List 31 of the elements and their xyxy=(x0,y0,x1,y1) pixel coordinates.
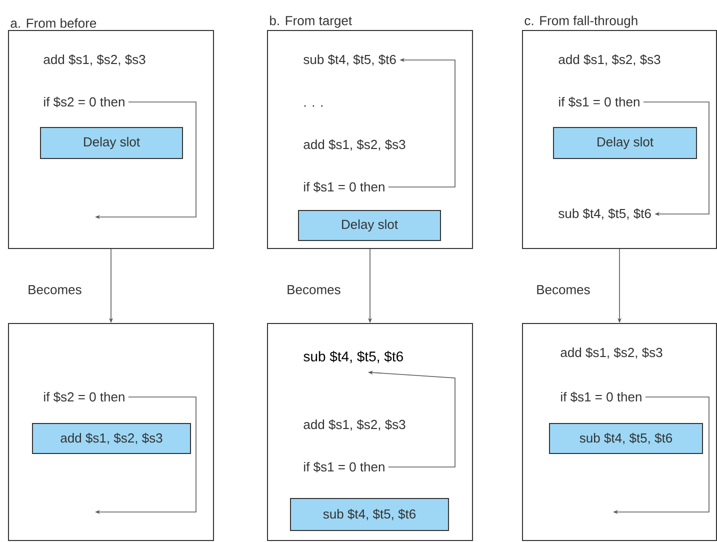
instruction-text: if $s2 = 0 then xyxy=(44,392,124,402)
instruction-text: . . . xyxy=(304,105,322,107)
instruction-text: add $s1, $s2, $s3 xyxy=(558,54,660,66)
instruction-text: add $s1, $s2, $s3 xyxy=(44,54,146,66)
edge-label: Becomes xyxy=(26,284,83,296)
code-panel xyxy=(522,323,717,541)
instruction-text: sub $t4, $t5, $t6 xyxy=(558,208,651,220)
edge-label: Becomes xyxy=(286,284,342,296)
instruction-text: sub $t4, $t5, $t6 xyxy=(304,350,403,364)
delay-slot-box: Delay slot xyxy=(298,210,441,241)
instruction-text: sub $t4, $t5, $t6 xyxy=(304,54,396,66)
delay-slot-box: Delay slot xyxy=(40,127,183,159)
code-panel xyxy=(267,323,473,541)
instruction-text: if $s2 = 0 then xyxy=(44,96,124,108)
edge-label: Becomes xyxy=(535,284,592,296)
instruction-text: if $s1 = 0 then xyxy=(561,392,642,402)
instruction-text: add $s1, $s2, $s3 xyxy=(560,347,662,359)
panel-title: b. From target xyxy=(270,16,352,28)
panel-title: c. From fall-through xyxy=(524,16,638,28)
delay-slot-box: add $s1, $s2, $s3 xyxy=(32,423,191,454)
arrow xyxy=(643,102,710,216)
code-panel xyxy=(8,323,214,541)
instruction-text: add $s1, $s2, $s3 xyxy=(304,139,406,151)
instruction-text: if $s1 = 0 then xyxy=(304,462,384,472)
delay-slot-box: Delay slot xyxy=(553,127,697,159)
delay-slot-box: sub $t4, $t5, $t6 xyxy=(290,498,449,531)
instruction-text: if $s1 = 0 then xyxy=(559,96,640,108)
panel-title: a. From before xyxy=(10,18,96,28)
delay-slot-box: sub $t4, $t5, $t6 xyxy=(549,423,703,454)
instruction-text: if $s1 = 0 then xyxy=(304,182,384,192)
instruction-text: add $s1, $s2, $s3 xyxy=(304,419,406,431)
